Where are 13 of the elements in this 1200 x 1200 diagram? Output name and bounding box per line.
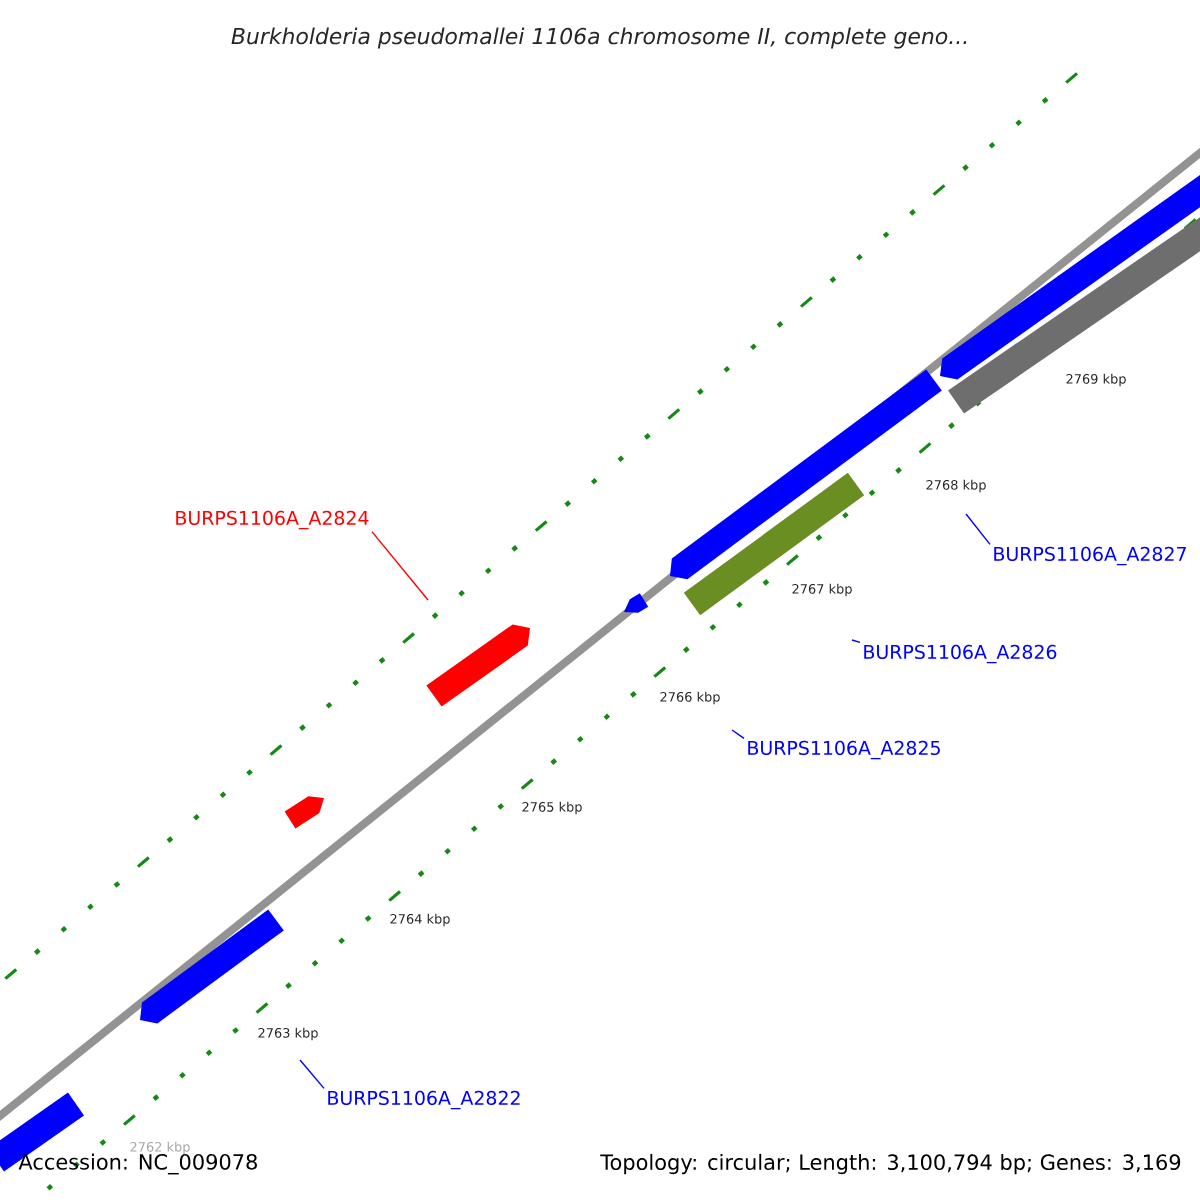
- gene-label: BURPS1106A_A2826: [864, 644, 1057, 664]
- gene-label: BURPS1106A_A2824: [176, 510, 369, 530]
- gene-label: BURPS1106A_A2822: [328, 1090, 520, 1110]
- gene-label: BURPS1106A_A2827: [994, 546, 1186, 566]
- leader-line: [299, 1059, 325, 1090]
- summary-text: Topology: circular; Length: 3,100,794 bp; Genes: 3,169: [600, 1153, 1181, 1175]
- leader-line: [731, 729, 745, 740]
- gene-label: BURPS1106A_A2825: [748, 740, 940, 760]
- leader-line: [965, 513, 991, 546]
- accession-text: Accession: NC_009078: [18, 1153, 257, 1175]
- leader-line: [371, 530, 429, 601]
- leader-line: [851, 639, 861, 644]
- title: Burkholderia pseudomallei 1106a chromosome II, complete geno...: [231, 27, 967, 49]
